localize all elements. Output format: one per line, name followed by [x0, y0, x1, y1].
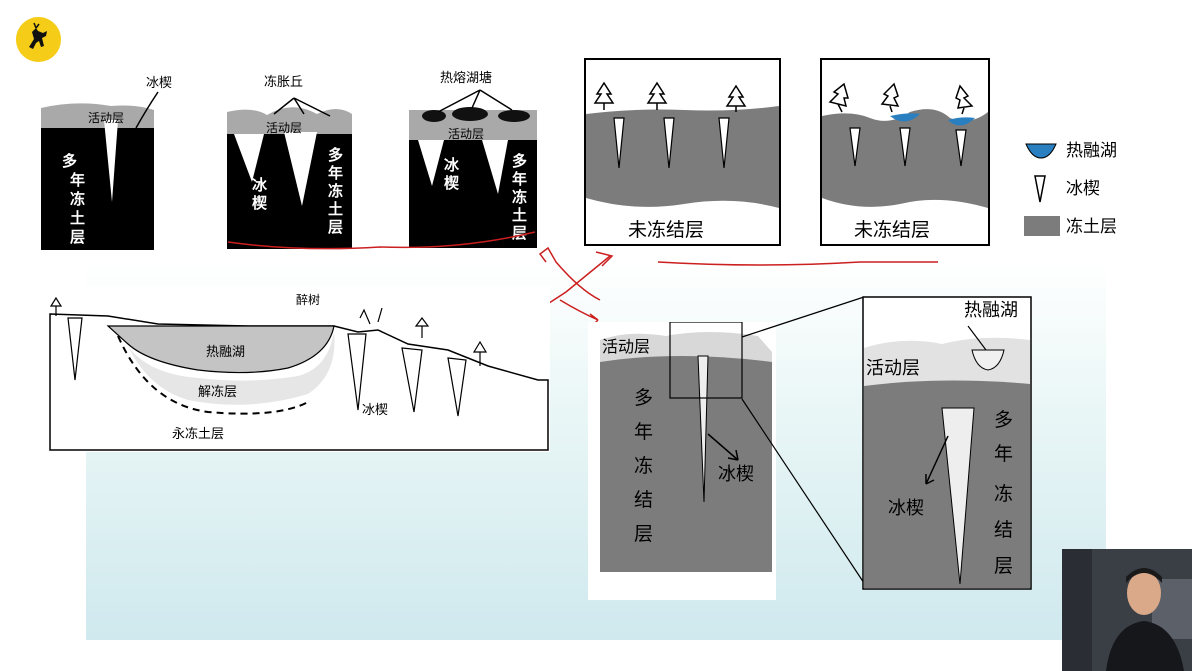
- permafrost-char: 结: [994, 519, 1013, 541]
- thermokarst-pond-label: 热熔湖塘: [440, 70, 492, 86]
- ice-wedge-icon: [1034, 175, 1046, 203]
- ice-wedge-label: 冰楔: [888, 498, 924, 519]
- drunken-trees-label: 醉树: [296, 292, 320, 307]
- ice-char: 楔: [252, 194, 267, 212]
- permafrost-char: 多: [328, 146, 343, 164]
- permafrost-char: 土: [70, 209, 85, 227]
- tree-icon: [593, 81, 615, 110]
- tree-icon: [646, 81, 668, 110]
- permafrost-char: 层: [634, 523, 653, 545]
- tree-icon: [49, 296, 488, 366]
- deer-logo-icon: [16, 17, 61, 62]
- pingo-label: 冻胀丘: [264, 74, 303, 90]
- ice-wedge-label: 冰楔: [362, 403, 388, 418]
- permafrost-char: 年: [512, 170, 527, 188]
- legend-frozen-soil: 冻土层: [1066, 217, 1117, 237]
- tree-icon: [725, 84, 747, 112]
- ice-char: 楔: [444, 174, 459, 192]
- permafrost-char: 层: [512, 224, 527, 242]
- permafrost-char: 层: [70, 228, 85, 246]
- panel-unfrozen-1: 未冻结层: [584, 58, 781, 246]
- active-layer-label: 活动层: [88, 111, 124, 125]
- detail-diagram-right: 热融湖 活动层 多 年 冻 结 层 冰楔: [862, 296, 1032, 590]
- tilted-tree-icon: [828, 82, 849, 113]
- legend: 热融湖 冰楔 冻土层: [1024, 141, 1117, 237]
- permafrost-char: 层: [328, 218, 343, 236]
- permafrost-label: 永冻土层: [172, 426, 224, 442]
- thaw-lake-icon: [1025, 143, 1057, 159]
- ice-wedge-label: 冰楔: [146, 76, 172, 91]
- legend-thaw-lake: 热融湖: [1066, 141, 1117, 161]
- presenter-webcam: [1062, 549, 1192, 671]
- unfrozen-layer-label: 未冻结层: [854, 219, 930, 241]
- panel-thermokarst: 热熔湖塘 活动层 冰 楔 多 年 冻 土 层: [409, 70, 537, 248]
- tilted-tree-icon: [880, 82, 900, 113]
- permafrost-char: 层: [994, 555, 1013, 577]
- cross-section-diagram: 醉树 热融湖 解冻层 冰楔 永冻土层: [49, 286, 550, 452]
- thaw-lake-label: 热融湖: [206, 345, 245, 360]
- ice-char: 冰: [252, 176, 268, 194]
- detail-diagram-left: 活动层 多 年 冻 结 层 冰楔: [588, 322, 776, 600]
- permafrost-char: 年: [328, 164, 343, 182]
- active-layer-label: 活动层: [266, 121, 302, 135]
- permafrost-char: 土: [512, 206, 527, 224]
- ice-wedge-label: 冰楔: [718, 464, 754, 485]
- frozen-soil-swatch: [1024, 216, 1060, 236]
- permafrost-char: 多: [994, 409, 1013, 431]
- active-layer-label: 活动层: [448, 127, 484, 141]
- panel-pingo: 冻胀丘 活动层 冰 楔 多 年 冻 土 层: [227, 74, 352, 249]
- permafrost-char: 冻: [512, 188, 527, 206]
- permafrost-char: 多: [512, 152, 527, 170]
- permafrost-char: 冻: [70, 190, 85, 208]
- permafrost-char: 多: [634, 387, 653, 409]
- active-layer-label: 活动层: [602, 337, 650, 356]
- permafrost-char: 年: [70, 171, 85, 189]
- ice-char: 冰: [444, 156, 460, 174]
- active-layer-label: 活动层: [866, 358, 920, 379]
- thaw-layer-label: 解冻层: [198, 384, 237, 400]
- panel-ice-wedge: 冰楔 活动层 多 年 冻 土 层: [41, 76, 172, 250]
- thaw-lake-label: 热融湖: [964, 300, 1018, 321]
- permafrost-char: 年: [634, 421, 653, 443]
- zoom-connector-lines: [741, 296, 865, 584]
- permafrost-char: 年: [994, 443, 1013, 465]
- tilted-tree-icon: [955, 84, 974, 115]
- panel-unfrozen-2: 未冻结层: [820, 58, 990, 246]
- permafrost-char: 冻: [994, 483, 1013, 505]
- permafrost-char: 土: [328, 200, 343, 218]
- unfrozen-layer-label: 未冻结层: [628, 219, 704, 241]
- permafrost-char: 多: [62, 152, 77, 170]
- permafrost-char: 冻: [328, 182, 343, 200]
- permafrost-char: 结: [634, 489, 653, 511]
- legend-ice-wedge: 冰楔: [1066, 179, 1100, 199]
- permafrost-char: 冻: [634, 455, 653, 477]
